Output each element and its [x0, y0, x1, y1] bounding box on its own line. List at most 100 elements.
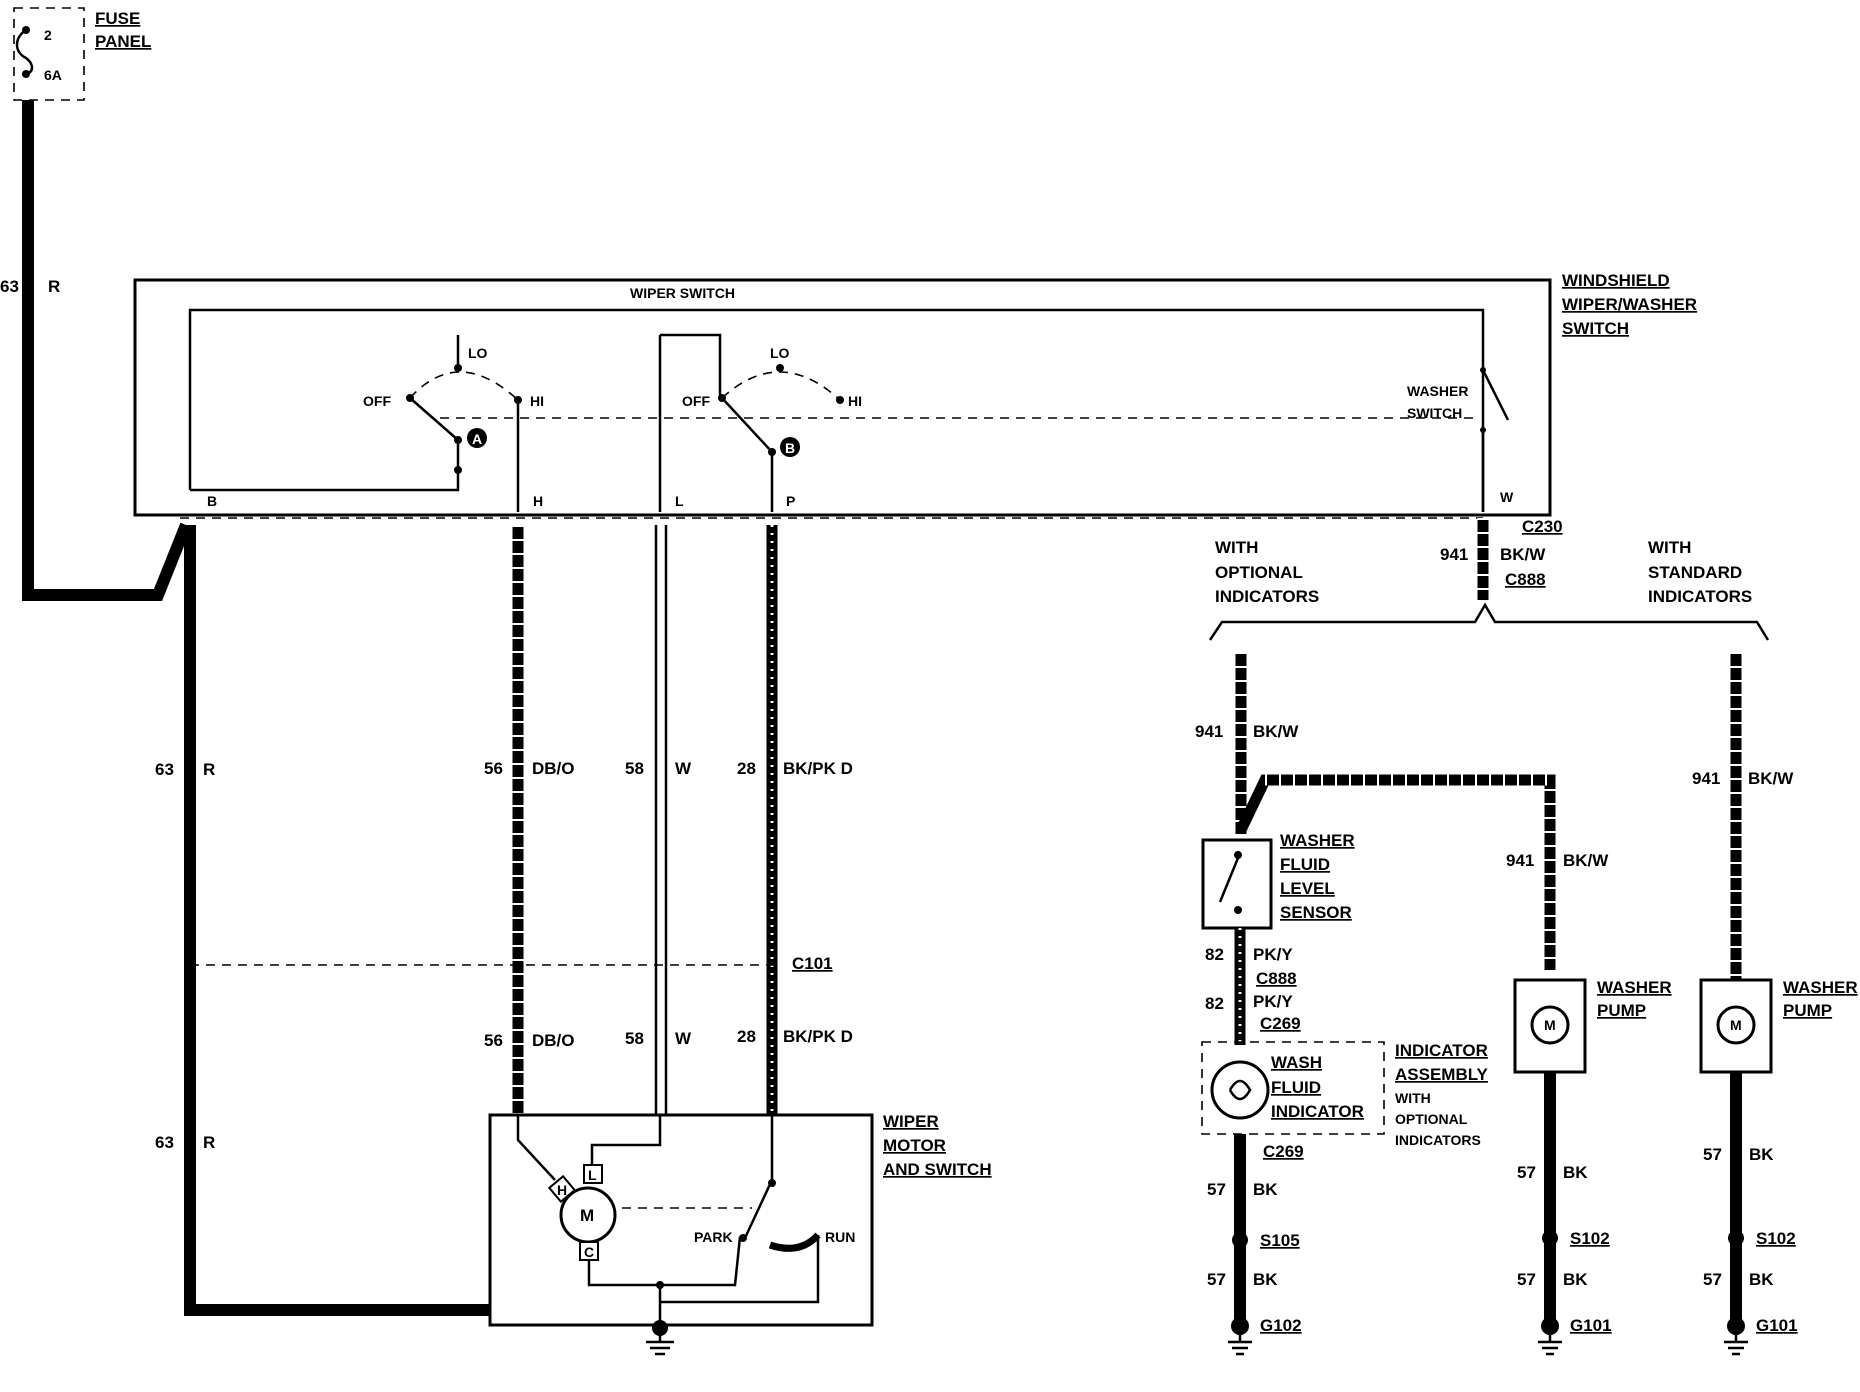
- connector-c888-mid: C888: [1256, 969, 1297, 988]
- supply-wire: [22, 100, 192, 601]
- motor-m: M: [580, 1206, 594, 1225]
- splice-s102-std-dot: [1728, 1230, 1744, 1246]
- motor-park: PARK: [694, 1229, 733, 1245]
- wire57-left-lower-circuit: 57: [1207, 1270, 1226, 1289]
- fuse-panel: 2 6A FUSE PANEL: [13, 7, 151, 101]
- wire-58: [654, 525, 668, 1115]
- switch-b-hi: HI: [848, 393, 862, 409]
- wire56-upper-circuit: 56: [484, 759, 503, 778]
- washer-fluid-level-sensor: WASHER FLUID LEVEL SENSOR: [1201, 831, 1355, 930]
- contact-b-label: B: [785, 440, 795, 456]
- wire941-opt-color: BK/W: [1253, 722, 1299, 741]
- optional-header-3: INDICATORS: [1215, 587, 1319, 606]
- wire63-lower-circuit: 63: [155, 1133, 174, 1152]
- wire941-std-color: BK/W: [1748, 769, 1794, 788]
- optional-header-1: WITH: [1215, 538, 1258, 557]
- supply-wire-color: R: [48, 277, 60, 296]
- connector-c101: C101: [792, 954, 833, 973]
- wire57-left-lower-color: BK: [1253, 1270, 1278, 1289]
- motor-h: H: [557, 1182, 567, 1198]
- contact-a-marker: [467, 428, 487, 448]
- wire28-upper-circuit: 28: [737, 759, 756, 778]
- wire82-b-color: PK/Y: [1253, 992, 1293, 1011]
- indicator-assembly: WASH FLUID INDICATOR INDICATOR ASSEMBLY …: [1201, 1041, 1489, 1148]
- standard-header-1: WITH: [1648, 538, 1691, 557]
- motor-l: L: [588, 1167, 597, 1183]
- wire57-left-upper-color: BK: [1253, 1180, 1278, 1199]
- fuse-rating: 6A: [44, 67, 62, 83]
- wire57-std-upper-color: BK: [1749, 1145, 1774, 1164]
- motor-title-1: WIPER: [883, 1112, 939, 1131]
- wire941-std-circuit: 941: [1692, 769, 1720, 788]
- wire57-left-upper-circuit: 57: [1207, 1180, 1226, 1199]
- contact-b-marker: [780, 437, 800, 457]
- wire941-pump-color: BK/W: [1563, 851, 1609, 870]
- ground-g101-mid-icon: [1538, 1317, 1562, 1356]
- wire56-upper-color: DB/O: [532, 759, 575, 778]
- washer-pump-standard: M WASHER PUMP: [1699, 978, 1858, 1074]
- pump-opt-m: M: [1544, 1017, 1556, 1033]
- wire82-a-circuit: 82: [1205, 945, 1224, 964]
- splice-s102-mid-dot: [1542, 1230, 1558, 1246]
- connector-c888-top: C888: [1505, 570, 1546, 589]
- wire941-pump-circuit: 941: [1506, 851, 1534, 870]
- splice-s105-dot: [1232, 1232, 1248, 1248]
- switch-title-1: WINDSHIELD: [1562, 271, 1670, 290]
- washer-switch-label-1: WASHER: [1407, 383, 1468, 399]
- wire57-std-lower-color: BK: [1749, 1270, 1774, 1289]
- wire57-mid-upper-color: BK: [1563, 1163, 1588, 1182]
- washer-pump-optional: M WASHER PUMP: [1513, 978, 1672, 1074]
- wire56-lower-circuit: 56: [484, 1031, 503, 1050]
- wire56-lower-color: DB/O: [532, 1031, 575, 1050]
- wire63-upper-circuit: 63: [155, 760, 174, 779]
- wire57-mid-upper-circuit: 57: [1517, 1163, 1536, 1182]
- connector-c230: C230: [1522, 517, 1563, 536]
- ground-g101-std: G101: [1756, 1316, 1798, 1335]
- wire58-upper-circuit: 58: [625, 759, 644, 778]
- pin-b: B: [207, 493, 217, 509]
- wire28-lower-color: BK/PK D: [783, 1027, 853, 1046]
- branch-bracket: [1208, 602, 1770, 641]
- motor-title-3: AND SWITCH: [883, 1160, 992, 1179]
- switch-a-off: OFF: [363, 393, 391, 409]
- supply-wire-circuit: 63: [0, 277, 19, 296]
- connector-c269-top: C269: [1260, 1014, 1301, 1033]
- motor-c: C: [584, 1244, 594, 1260]
- standard-header-3: INDICATORS: [1648, 587, 1752, 606]
- ground-icon: [646, 1320, 674, 1356]
- wiper-motor-and-switch: WIPER MOTOR AND SWITCH M H L C PARK RUN: [488, 1112, 992, 1327]
- fuse-symbol-icon: [15, 28, 34, 76]
- ground-g101-std-icon: [1724, 1317, 1748, 1356]
- splice-s102-std: S102: [1756, 1229, 1796, 1248]
- pump-motor-icon: [1530, 1005, 1570, 1045]
- indicator-label-3: INDICATOR: [1271, 1102, 1364, 1121]
- wire57-mid-lower-circuit: 57: [1517, 1270, 1536, 1289]
- assembly-label-4: OPTIONAL: [1395, 1111, 1468, 1127]
- motor-run: RUN: [825, 1229, 855, 1245]
- wire941-opt-circuit: 941: [1195, 722, 1223, 741]
- switch-b-off: OFF: [682, 393, 710, 409]
- wire63-lower-color: R: [203, 1133, 215, 1152]
- wire57-std-upper-circuit: 57: [1703, 1145, 1722, 1164]
- standard-header-2: STANDARD: [1648, 563, 1742, 582]
- pump-opt-label-1: WASHER: [1597, 978, 1672, 997]
- wire28-upper-color: BK/PK D: [783, 759, 853, 778]
- wire82-b-circuit: 82: [1205, 994, 1224, 1013]
- switch-a-hi: HI: [530, 393, 544, 409]
- wire63-upper-color: R: [203, 760, 215, 779]
- switch-title-3: SWITCH: [1562, 319, 1629, 338]
- wire941-top-circuit: 941: [1440, 545, 1468, 564]
- assembly-label-1: INDICATOR: [1395, 1041, 1488, 1060]
- switch-title-2: WIPER/WASHER: [1562, 295, 1697, 314]
- pump-std-m: M: [1730, 1017, 1742, 1033]
- motor-title-2: MOTOR: [883, 1136, 946, 1155]
- wire57-std-lower-circuit: 57: [1703, 1270, 1722, 1289]
- fuse-number: 2: [44, 27, 52, 43]
- optional-header-2: OPTIONAL: [1215, 563, 1303, 582]
- assembly-label-5: INDICATORS: [1395, 1132, 1481, 1148]
- wire-63: [184, 525, 490, 1316]
- contact-a-label: A: [472, 431, 482, 447]
- splice-s105: S105: [1260, 1231, 1300, 1250]
- connector-c269-bottom: C269: [1263, 1142, 1304, 1161]
